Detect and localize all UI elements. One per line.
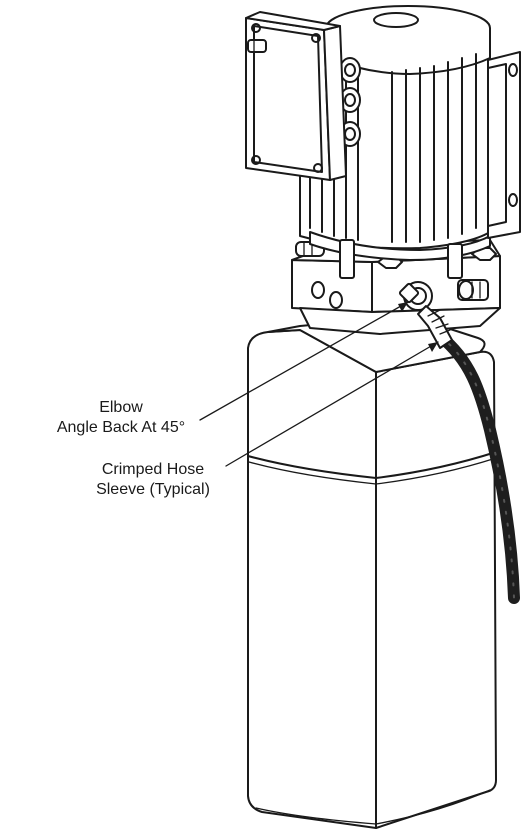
hose-sleeve-callout: Crimped Hose Sleeve (Typical) bbox=[78, 460, 228, 500]
junction-box bbox=[245, 11, 347, 181]
elbow-callout-note: Angle Back At 45° bbox=[56, 419, 186, 436]
elbow-callout-title: Elbow bbox=[99, 399, 143, 416]
elbow-fitting bbox=[398, 281, 433, 311]
cooling-fins bbox=[309, 53, 477, 243]
hydraulic-hose bbox=[434, 330, 520, 604]
crimped-hose-sleeve bbox=[417, 305, 453, 349]
hose-sleeve-callout-title: Crimped Hose bbox=[101, 461, 205, 478]
reservoir-tank bbox=[247, 315, 497, 829]
electric-motor bbox=[299, 5, 521, 279]
callout-leaders bbox=[199, 301, 439, 467]
mounting-bracket bbox=[487, 51, 521, 239]
elbow-callout: Elbow Angle Back At 45° bbox=[38, 398, 204, 438]
hose-sleeve-callout-note: Sleeve (Typical) bbox=[96, 481, 210, 498]
